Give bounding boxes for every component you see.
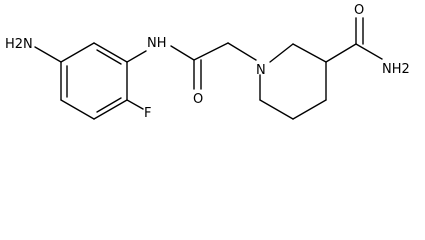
atom-label-carboxamide-nh2: NH2 bbox=[382, 62, 410, 77]
bond-fluorine bbox=[126, 99, 144, 110]
bond-nh-carbonyl bbox=[170, 45, 195, 61]
bond-ring-inner-1 bbox=[96, 49, 122, 65]
bond-carbonyl-ch2 bbox=[193, 42, 229, 61]
bond-pip-5 bbox=[259, 99, 294, 120]
piperidine-ring bbox=[259, 43, 327, 120]
bond-pip-1 bbox=[269, 43, 294, 63]
atom-label-ring-n: N bbox=[256, 63, 266, 78]
bond-ring-nh bbox=[126, 50, 147, 63]
atom-label-amine: H2N bbox=[5, 37, 33, 52]
bond-pip-2 bbox=[292, 43, 327, 63]
bond-ring-4 bbox=[60, 99, 95, 120]
atom-label-amide-o: O bbox=[193, 92, 203, 107]
bond-pip-4 bbox=[292, 99, 327, 120]
atom-label-amide-nh: NH bbox=[147, 36, 167, 51]
bond-ring-3 bbox=[93, 99, 128, 120]
bond-amine bbox=[34, 46, 62, 63]
benzene-ring bbox=[60, 42, 128, 120]
bond-ring-inner-2 bbox=[96, 97, 122, 113]
bond-pip-carboxamide bbox=[325, 43, 357, 63]
chemical-structure: H2N NH O N O NH2 F bbox=[5, 3, 410, 121]
atom-label-carboxamide-o: O bbox=[354, 3, 364, 18]
atom-label-fluorine: F bbox=[144, 106, 151, 121]
bond-ring-6 bbox=[60, 42, 95, 63]
bond-carboxamide-n bbox=[355, 43, 383, 60]
bond-ch2-n bbox=[227, 42, 257, 61]
bond-ring-1 bbox=[93, 42, 128, 63]
